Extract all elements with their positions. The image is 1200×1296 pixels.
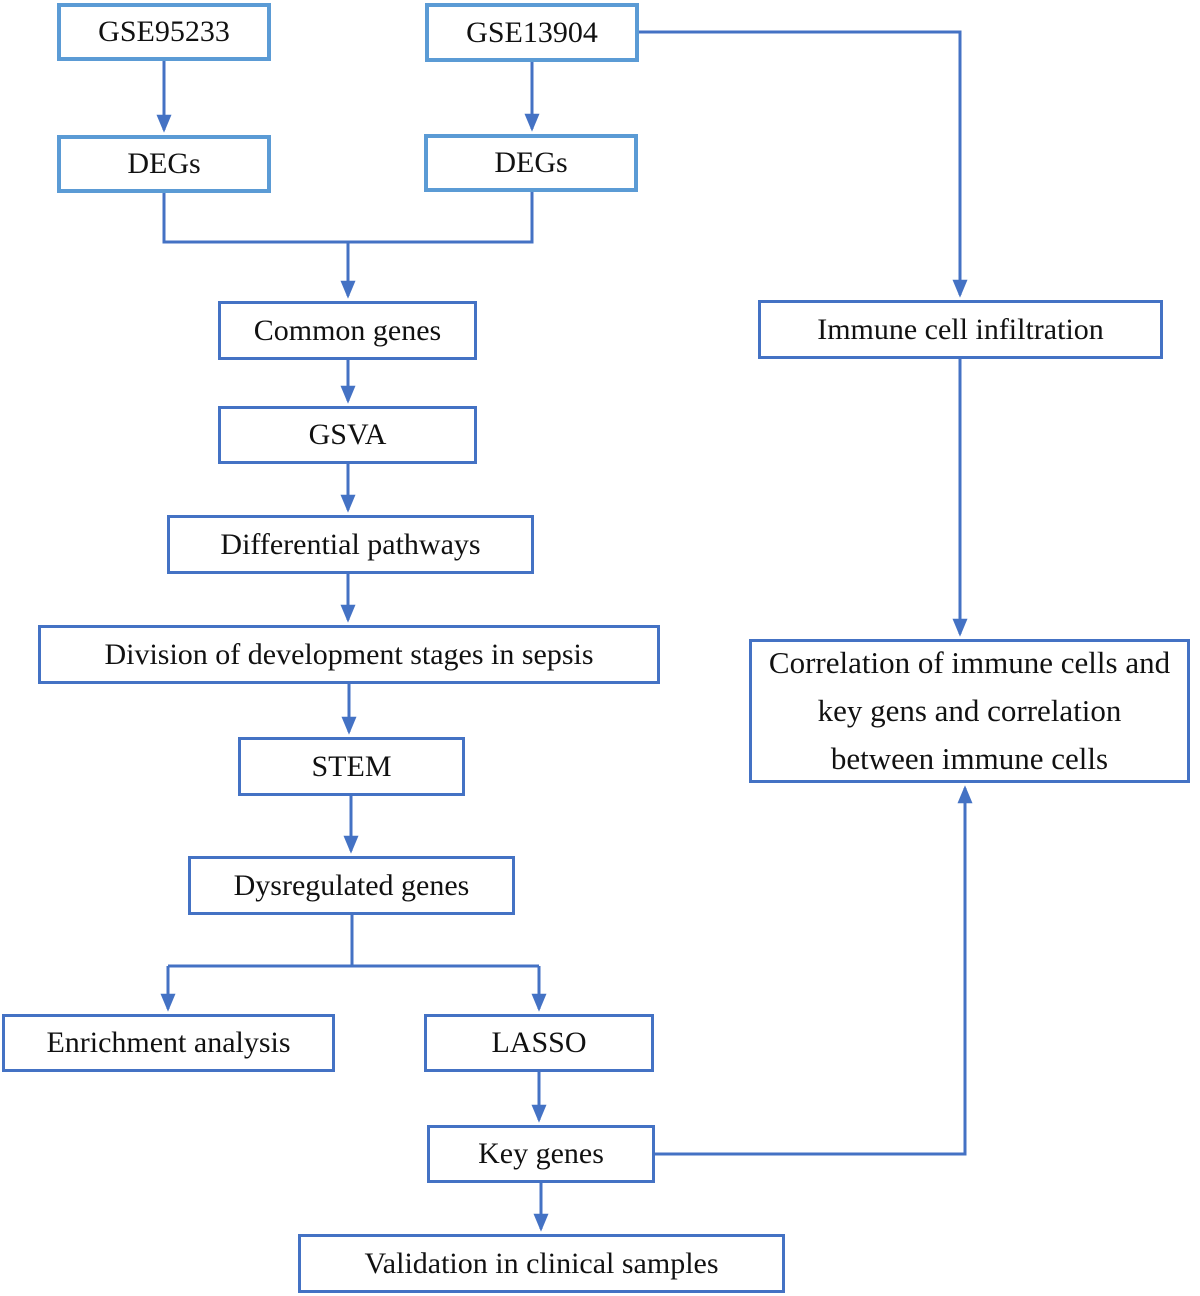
edge-dysregulated-split <box>168 915 539 968</box>
node-common-genes: Common genes <box>218 301 477 360</box>
node-immune-cell-infiltration: Immune cell infiltration <box>758 300 1163 359</box>
node-enrichment-analysis: Enrichment analysis <box>2 1014 335 1072</box>
node-degs-left: DEGs <box>57 135 271 193</box>
node-gse13904: GSE13904 <box>425 3 639 62</box>
node-validation-clinical-samples: Validation in clinical samples <box>298 1234 785 1293</box>
node-gsva: GSVA <box>218 406 477 464</box>
node-division-of-stages: Division of development stages in sepsis <box>38 625 660 684</box>
edge-key-genes-correlation <box>655 785 973 1156</box>
node-lasso: LASSO <box>424 1014 654 1072</box>
node-key-genes: Key genes <box>427 1125 655 1183</box>
node-correlation-immune-cells: Correlation of immune cells and key gens… <box>749 639 1190 783</box>
node-degs-right: DEGs <box>424 134 638 192</box>
node-gse95233: GSE95233 <box>57 3 271 61</box>
node-differential-pathways: Differential pathways <box>167 515 534 574</box>
edge-degs-merge <box>162 192 534 244</box>
node-dysregulated-genes: Dysregulated genes <box>188 856 515 915</box>
node-stem: STEM <box>238 737 465 796</box>
edge-gse13904-immune <box>639 30 968 298</box>
